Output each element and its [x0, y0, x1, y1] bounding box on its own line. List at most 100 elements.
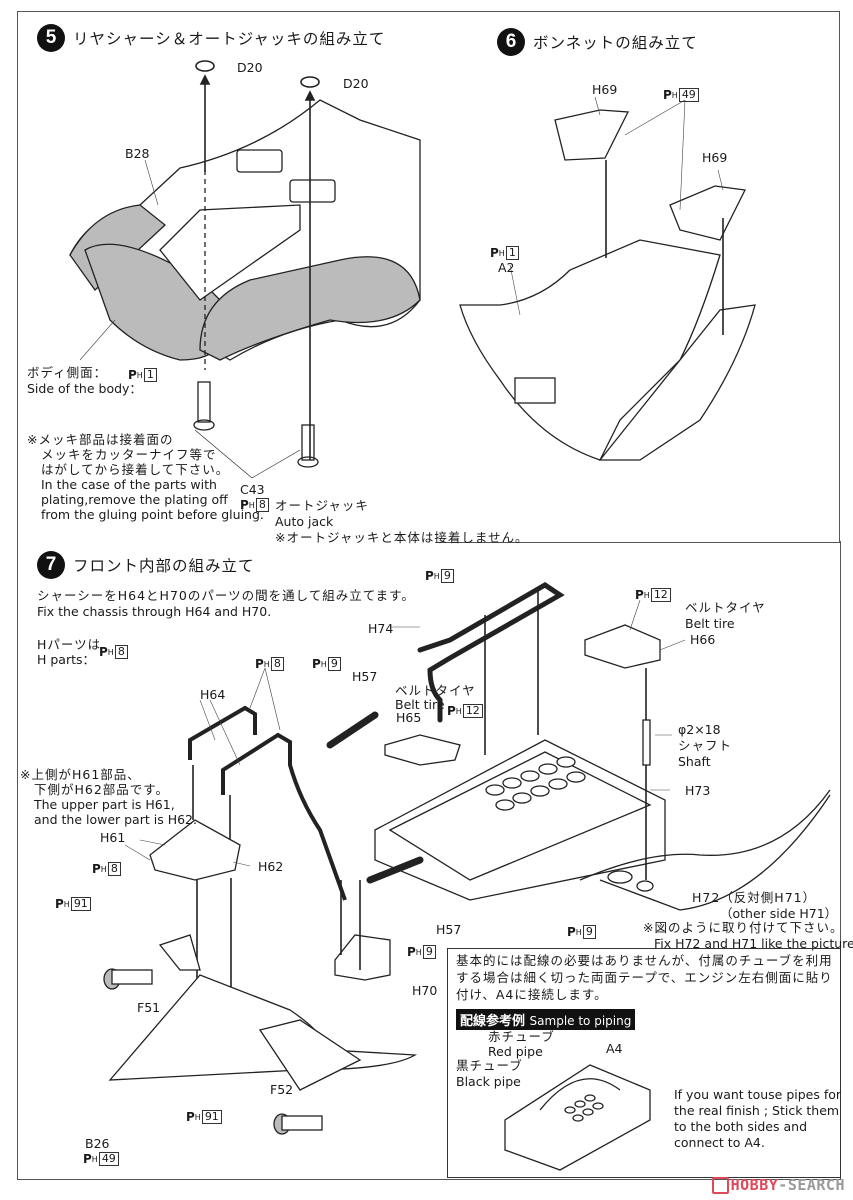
body-side-label-jp: ボディ側面： — [27, 365, 108, 380]
part-label-h69-a: H69 — [592, 82, 618, 97]
step7-number-badge: 7 — [37, 551, 65, 579]
step7-frame — [17, 541, 841, 1180]
part-label-d20-a: D20 — [237, 60, 263, 75]
piping-text-en-3: to the both sides and — [674, 1119, 808, 1134]
part-label-h57-b: H57 — [436, 922, 462, 937]
plating-note-en-1: In the case of the parts with — [41, 477, 217, 492]
piping-note-box: 基本的には配線の必要はありませんが、付属のチューブを利用 する場合は細く切った両… — [447, 948, 841, 1178]
piping-text-jp-2: する場合は細く切った両面テープで、エンジン左右側面に貼り — [456, 970, 833, 985]
step7-intro-jp: シャーシーをH64とH70のパーツの間を通して組み立てます。 — [37, 588, 415, 603]
piping-text-jp-1: 基本的には配線の必要はありませんが、付属のチューブを利用 — [456, 953, 833, 968]
c43-pegs — [193, 381, 319, 479]
belt-tire-h66-jp: ベルトタイヤ — [685, 600, 766, 615]
shaft-label-en: Shaft — [678, 754, 711, 769]
red-pipe-jp: 赤チューブ — [488, 1029, 555, 1044]
piping-text-en-4: connect to A4. — [674, 1135, 765, 1150]
step5-frame — [17, 11, 438, 542]
h61-note-en-2: and the lower part is H62. — [34, 812, 197, 827]
h61-note-en-1: The upper part is H61, — [34, 797, 175, 812]
part-label-h61: H61 — [100, 830, 126, 845]
h61-note-jp-2: 下側がH62部品です。 — [34, 782, 170, 797]
shaft-size: φ2×18 — [678, 722, 721, 737]
hobby-search-watermark: HOBBY-SEARCH — [711, 1176, 845, 1194]
piping-text-jp-3: 付け、A4に接続します。 — [456, 987, 608, 1002]
part-label-f52: F52 — [270, 1082, 294, 1097]
step5-number-badge: 5 — [37, 24, 65, 52]
plating-note-jp-2: メッキをカッターナイフ等で — [41, 447, 217, 462]
step6-title: 6 ボンネットの組み立て — [497, 28, 698, 56]
rear-chassis-drawing — [69, 99, 421, 370]
part-label-b26: B26 — [85, 1136, 110, 1151]
black-pipe-en: Black pipe — [456, 1074, 521, 1089]
plating-note-jp-3: はがしてから接着して下さい。 — [41, 462, 230, 477]
belt-tire-h65-jp: ベルトタイヤ — [395, 683, 476, 698]
part-label-h73: H73 — [685, 783, 711, 798]
part-label-h74: H74 — [368, 621, 394, 636]
part-label-h70: H70 — [412, 983, 438, 998]
piping-text-en-2: the real finish ; Stick them — [674, 1103, 840, 1118]
bonnet-drawing — [459, 109, 756, 461]
part-label-h66: H66 — [690, 632, 716, 647]
h72-note-jp: ※図のように取り付けて下さい。 — [643, 920, 844, 935]
h72-other-side: （other side H71） — [720, 906, 838, 921]
part-label-a2: A2 — [498, 260, 515, 275]
auto-jack-label-en: Auto jack — [275, 514, 334, 529]
engine-chassis-drawing — [374, 739, 831, 911]
part-label-b28: B28 — [125, 146, 150, 161]
part-label-h65: H65 — [396, 710, 422, 725]
step6-title-text: ボンネットの組み立て — [533, 34, 698, 52]
part-label-c43: C43 — [240, 482, 265, 497]
part-label-f51: F51 — [137, 1000, 161, 1015]
plating-note: ※メッキ部品は接着面の メッキをカッターナイフ等で はがしてから接着して下さい。… — [27, 432, 264, 522]
d20-arrows — [195, 60, 320, 460]
belt-tire-h65-en: Belt tire — [395, 697, 445, 712]
step5-title: 5 リヤシャーシ＆オートジャッキの組み立て — [37, 24, 385, 52]
part-label-a4: A4 — [606, 1041, 623, 1056]
hparts-label-en: H parts： — [37, 652, 96, 667]
red-pipe-en: Red pipe — [488, 1044, 543, 1059]
plating-note-jp-1: ※メッキ部品は接着面の — [27, 432, 174, 447]
belt-tire-h66-en: Belt tire — [685, 616, 735, 631]
part-label-h62: H62 — [258, 859, 284, 874]
body-side-label-en: Side of the body： — [27, 381, 142, 396]
step7-title: 7 フロント内部の組み立て — [37, 551, 255, 579]
part-label-d20-b: D20 — [343, 76, 369, 91]
hparts-label-jp: Hパーツは — [37, 637, 102, 652]
plating-note-en-3: from the gluing point before gluing. — [41, 507, 264, 522]
part-label-h64: H64 — [200, 687, 226, 702]
part-label-h69-b: H69 — [702, 150, 728, 165]
sample-to-piping-label: 配線参考例 Sample to piping — [456, 1009, 636, 1030]
part-label-h57-a: H57 — [352, 669, 378, 684]
step6-frame — [437, 11, 840, 543]
h72-label: H72（反対側H71） — [692, 890, 817, 905]
step7-title-text: フロント内部の組み立て — [73, 557, 255, 575]
step7-intro-en: Fix the chassis through H64 and H70. — [37, 604, 272, 619]
shaft-label-jp: シャフト — [678, 738, 733, 753]
h72-note-en: Fix H72 and H71 like the picture. — [654, 936, 853, 951]
black-pipe-jp: 黒チューブ — [456, 1058, 523, 1073]
piping-text-en-1: If you want touse pipes for — [674, 1087, 842, 1102]
plating-note-en-2: plating,remove the plating off — [41, 492, 228, 507]
h61-h62-note: ※上側がH61部品、 下側がH62部品です。 The upper part is… — [20, 767, 197, 827]
step6-number-badge: 6 — [497, 28, 525, 56]
auto-jack-note: ※オートジャッキと本体は接着しません。 — [275, 530, 529, 545]
auto-jack-label-jp: オートジャッキ — [275, 498, 369, 513]
hobby-search-logo-icon — [711, 1177, 729, 1194]
